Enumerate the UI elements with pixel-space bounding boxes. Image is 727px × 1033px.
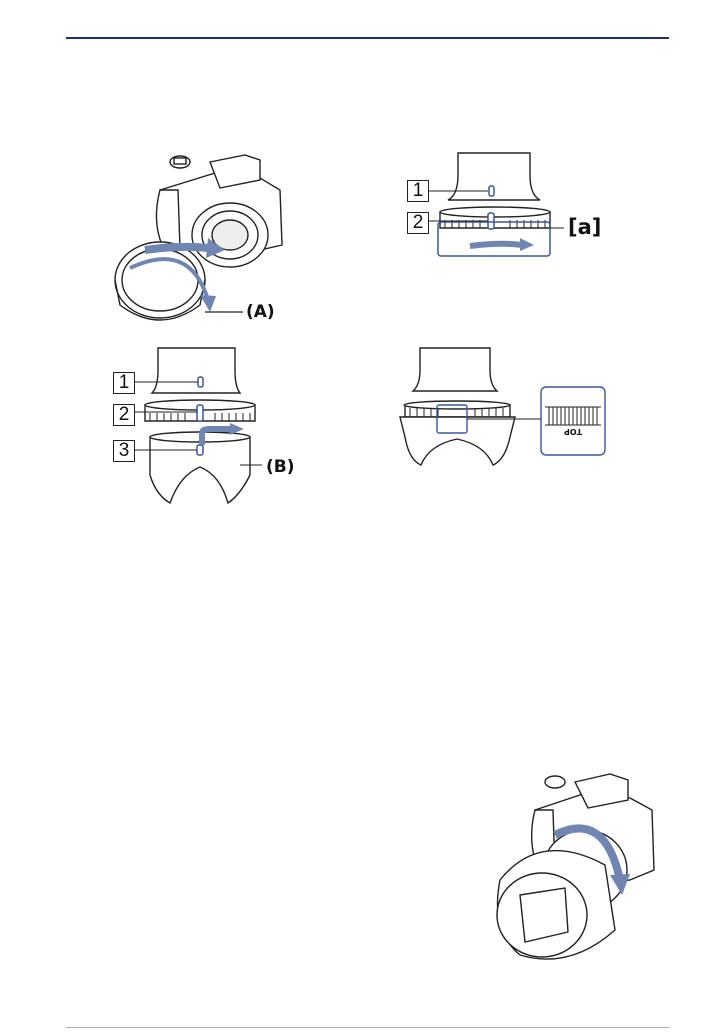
step-1-box: 1 [113,372,135,394]
step-1-box: 1 [407,180,429,202]
bottom-rule [66,1027,669,1028]
hood-top-label: TOP [564,427,582,436]
figure-hood-mounted [395,345,615,490]
callout-B: (B) [266,457,295,477]
callout-A: (A) [246,302,275,322]
figure-hood-attach [140,345,270,510]
figure-alignment-a [430,150,610,270]
callout-a: [a] [568,215,601,239]
step-2-box: 2 [113,404,135,426]
step-2-box: 2 [407,212,429,234]
figure-camera-hood [480,770,660,975]
top-rule [66,37,669,39]
step-3-box: 3 [113,440,135,462]
